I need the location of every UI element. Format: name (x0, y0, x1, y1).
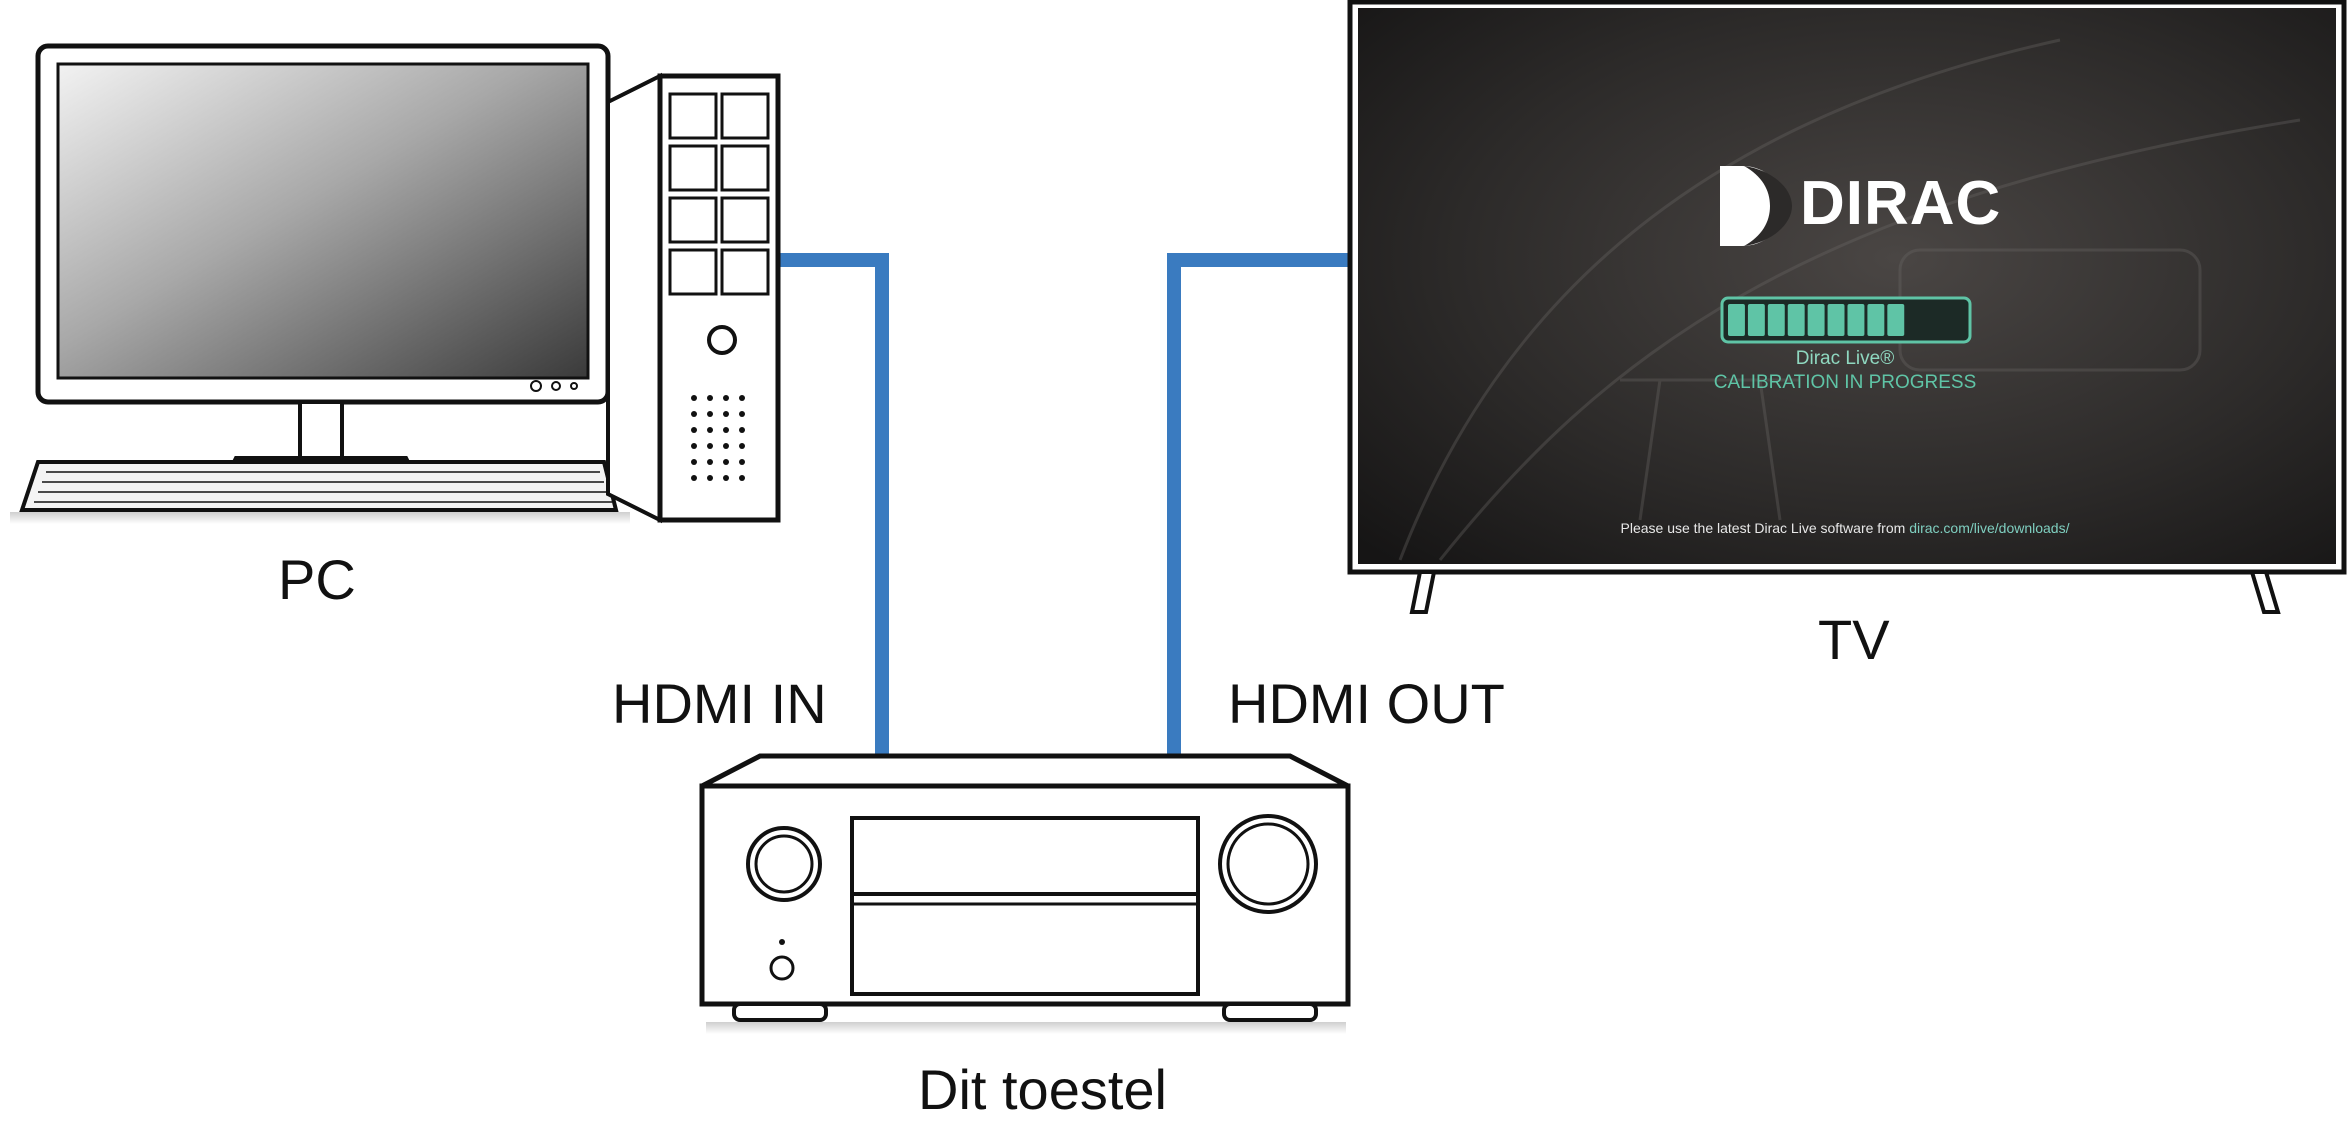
progress-segment (1828, 304, 1845, 336)
tv-label: TV (1818, 612, 1890, 668)
pc-label: PC (278, 552, 356, 608)
device-label: Dit toestel (918, 1062, 1167, 1118)
progress-segment (1808, 304, 1825, 336)
hdmi-out-label: HDMI OUT (1228, 676, 1505, 732)
pc-monitor (38, 46, 608, 470)
tv-footer-link: dirac.com/live/downloads/ (1909, 520, 2069, 536)
calibration-progress-bar (1722, 298, 1970, 342)
progress-segment (1728, 304, 1745, 336)
tv-footer-text: Please use the latest Dirac Live softwar… (1621, 520, 1906, 536)
hdmi-in-label: HDMI IN (612, 676, 827, 732)
progress-segment (1887, 304, 1904, 336)
pc-tower (608, 76, 778, 520)
calibration-status: CALIBRATION IN PROGRESS (1620, 372, 2070, 394)
tv-footer-note: Please use the latest Dirac Live softwar… (1500, 520, 2190, 536)
pc-keyboard (10, 462, 630, 524)
dirac-brand-name: DIRAC (1800, 168, 2001, 239)
dirac-live-label: Dirac Live® (1620, 348, 2070, 370)
progress-segment (1788, 304, 1805, 336)
progress-segment (1867, 304, 1884, 336)
progress-segment (1848, 304, 1865, 336)
av-receiver (702, 756, 1348, 1034)
progress-segment (1748, 304, 1765, 336)
progress-segment (1768, 304, 1785, 336)
